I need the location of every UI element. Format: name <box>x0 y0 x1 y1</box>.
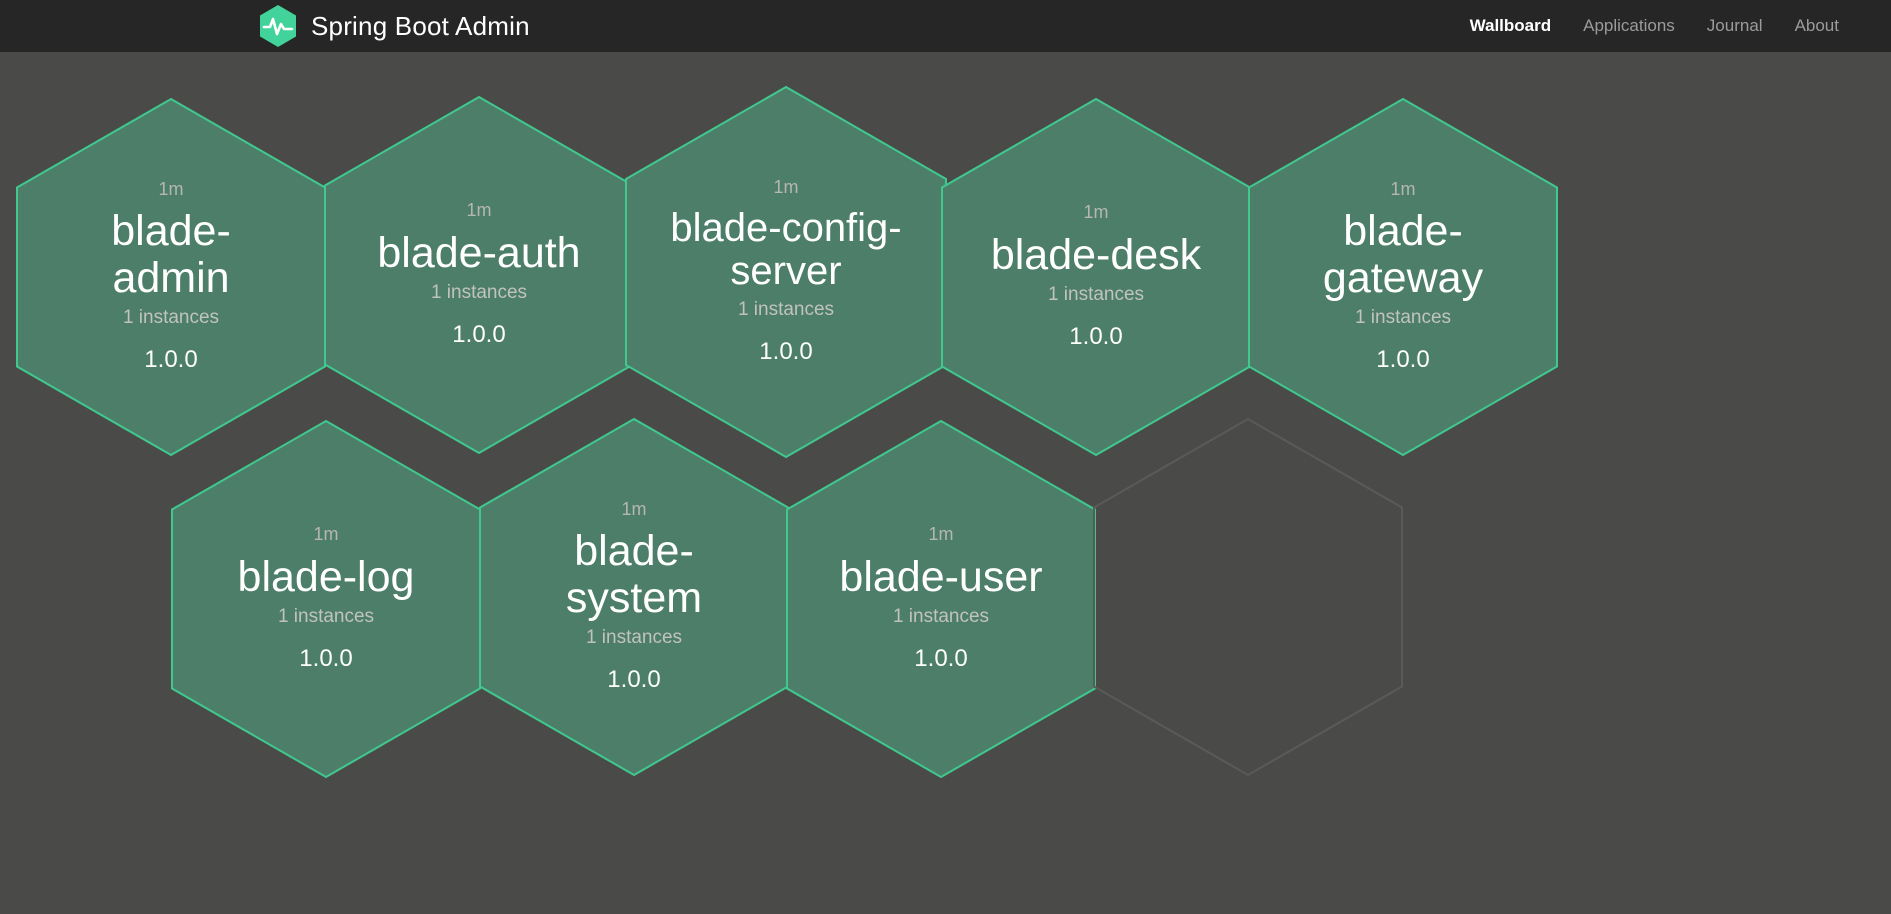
brand[interactable]: Spring Boot Admin <box>258 4 530 48</box>
brand-title: Spring Boot Admin <box>311 10 530 41</box>
empty-hexagon-placeholder <box>1093 418 1403 776</box>
main-nav: Wallboard Applications Journal About <box>1470 16 1839 36</box>
nav-link-wallboard[interactable]: Wallboard <box>1469 16 1552 35</box>
top-navbar: Spring Boot Admin Wallboard Applications… <box>0 0 1891 52</box>
nav-link-about[interactable]: About <box>1794 16 1839 35</box>
hexagon-pulse-icon <box>258 4 298 48</box>
nav-link-journal[interactable]: Journal <box>1706 16 1763 35</box>
nav-link-applications[interactable]: Applications <box>1583 16 1675 35</box>
